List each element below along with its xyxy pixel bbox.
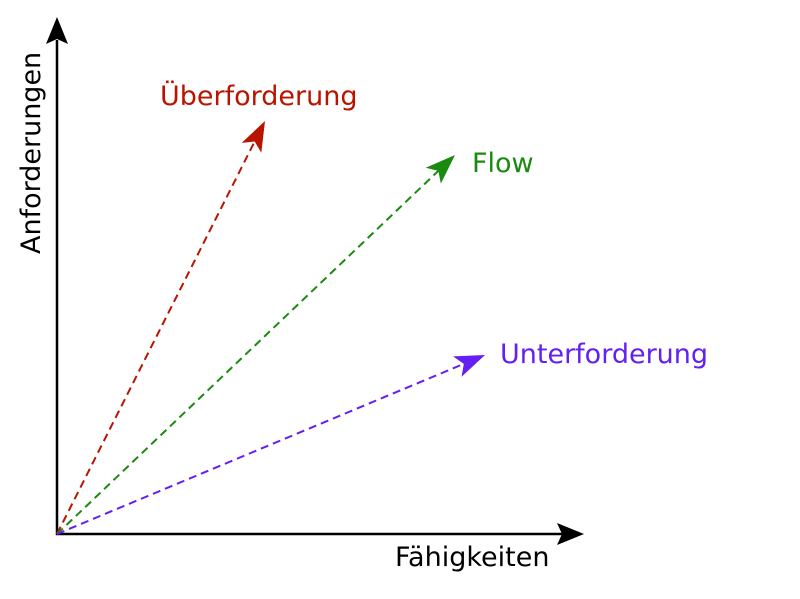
arrow-label-ueberforderung: Überforderung: [160, 80, 357, 112]
y-axis-label: Anforderungen: [16, 52, 47, 254]
y-axis-arrowhead-icon: [46, 17, 68, 44]
arrow-label-flow: Flow: [472, 148, 534, 179]
arrow-line-flow: [56, 169, 440, 535]
arrow-line-unterforderung: [56, 362, 466, 535]
arrowhead-unterforderung-icon: [453, 355, 485, 377]
arrow-label-unterforderung: Unterforderung: [500, 339, 708, 370]
arrowhead-ueberforderung-icon: [241, 121, 265, 153]
arrow-line-ueberforderung: [56, 140, 256, 535]
arrowhead-flow-icon: [425, 155, 455, 184]
x-axis-label: Fähigkeiten: [395, 542, 549, 573]
x-axis-arrowhead-icon: [557, 523, 584, 545]
